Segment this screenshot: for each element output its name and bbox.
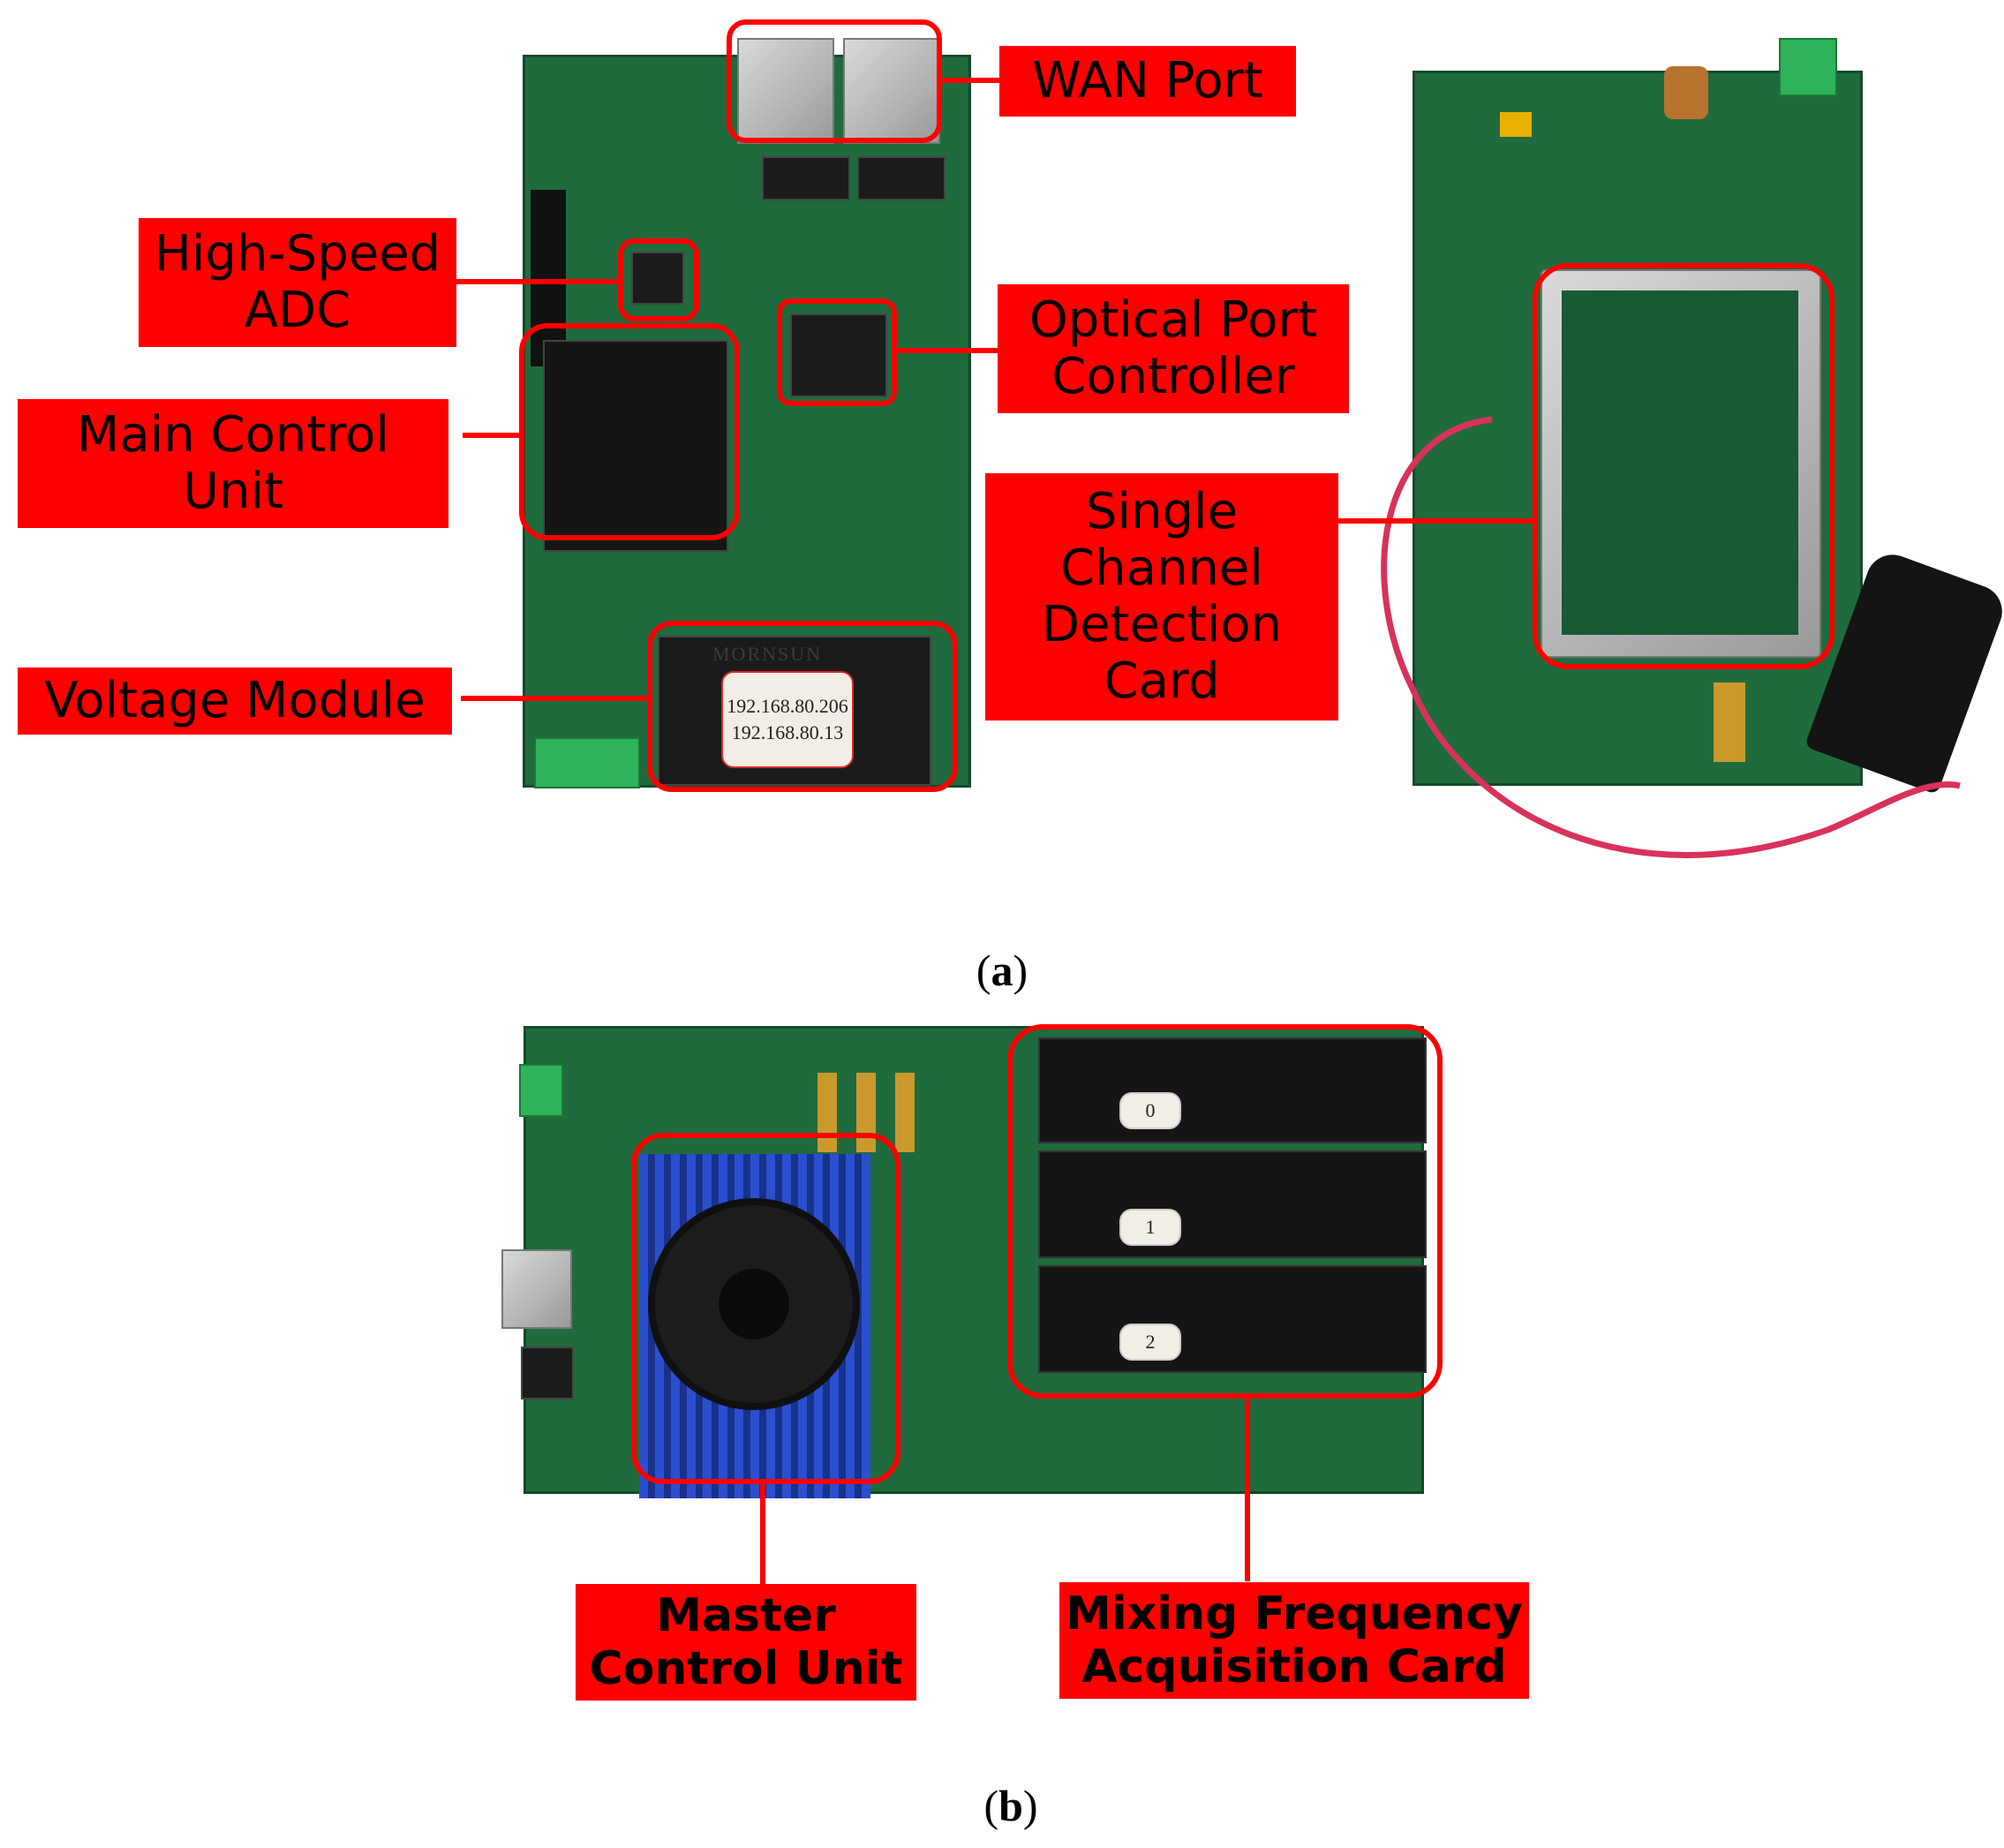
card-tag-1: 1	[1119, 1209, 1181, 1246]
leader-high-speed-adc	[456, 279, 618, 284]
leader-main-control-unit	[463, 433, 519, 438]
adc-chip	[631, 252, 684, 305]
leader-single-channel-card	[1338, 518, 1533, 524]
left-board-photo: MORNSUN 192.168.80.206 192.168.80.13	[523, 38, 971, 788]
voltage-module-body: MORNSUN 192.168.80.206 192.168.80.13	[658, 636, 931, 786]
fan-hub	[719, 1269, 789, 1339]
highlight-voltage-module	[647, 621, 958, 792]
acquisition-card-2: 2	[1038, 1265, 1427, 1373]
leader-master-control-unit	[760, 1484, 765, 1584]
ethernet-port-1	[737, 38, 834, 144]
acquisition-card-1: 1	[1038, 1150, 1427, 1258]
caption-b: (b)	[983, 1781, 1038, 1830]
card-tag-2: 2	[1119, 1324, 1181, 1361]
transformer-chip-1	[762, 156, 850, 200]
optical-controller-chip	[790, 313, 887, 397]
highlight-master-control-unit	[631, 1133, 900, 1484]
test-wire	[1381, 416, 1961, 858]
label-optical-port-controller: Optical Port Controller	[998, 284, 1349, 413]
sticker-line-2: 192.168.80.13	[731, 721, 844, 743]
right-board-photo	[1413, 38, 1863, 786]
terminal-block-top	[1779, 38, 1837, 96]
label-high-speed-adc: High-Speed ADC	[139, 218, 456, 347]
leader-wan-port	[942, 78, 999, 83]
gold-connectors	[817, 1073, 915, 1152]
acquisition-card-0: 0	[1038, 1037, 1427, 1143]
label-wan-port: WAN Port	[999, 46, 1296, 117]
highlight-high-speed-adc	[618, 238, 699, 321]
sd-slot	[521, 1346, 574, 1399]
label-main-control-unit: Main Control Unit	[18, 399, 448, 528]
label-master-control-unit: Master Control Unit	[576, 1584, 916, 1701]
inductor	[1664, 66, 1708, 119]
shield-can-interior	[1562, 290, 1798, 635]
ip-sticker: 192.168.80.206 192.168.80.13	[721, 671, 854, 768]
highlight-main-control-unit	[519, 323, 740, 540]
caption-a-letter: a	[991, 946, 1013, 995]
card-tag-0: 0	[1119, 1092, 1181, 1129]
shield-can	[1541, 269, 1821, 658]
capacitor-1	[1500, 112, 1532, 137]
board-marking: MORNSUN	[712, 643, 823, 665]
label-single-channel-detection-card: Single Channel Detection Card	[985, 473, 1338, 720]
terminal-block	[534, 737, 640, 788]
terminal-block-b	[519, 1064, 563, 1117]
highlight-mixing-frequency-card	[1007, 1024, 1443, 1399]
highlight-optical-port-controller	[777, 298, 897, 406]
caption-a: (a)	[976, 946, 1028, 995]
highlight-single-channel-card	[1533, 263, 1834, 669]
transformer-chip-2	[857, 156, 945, 200]
leader-optical-port-controller	[897, 348, 998, 353]
highlight-wan-port	[727, 19, 942, 143]
label-voltage-module: Voltage Module	[18, 668, 452, 735]
main-control-module	[543, 340, 728, 552]
leader-voltage-module	[461, 696, 647, 701]
ethernet-port-b	[501, 1249, 572, 1329]
bottom-board-photo: 0 1 2	[501, 1026, 1427, 1498]
cooling-fan-icon	[648, 1198, 860, 1410]
sma-connector	[1714, 683, 1745, 762]
caption-b-letter: b	[998, 1781, 1023, 1830]
label-mixing-frequency-acquisition-card: Mixing Frequency Acquisition Card	[1059, 1582, 1529, 1699]
leader-mixing-frequency-card	[1245, 1399, 1250, 1581]
sticker-line-1: 192.168.80.206	[727, 695, 848, 717]
